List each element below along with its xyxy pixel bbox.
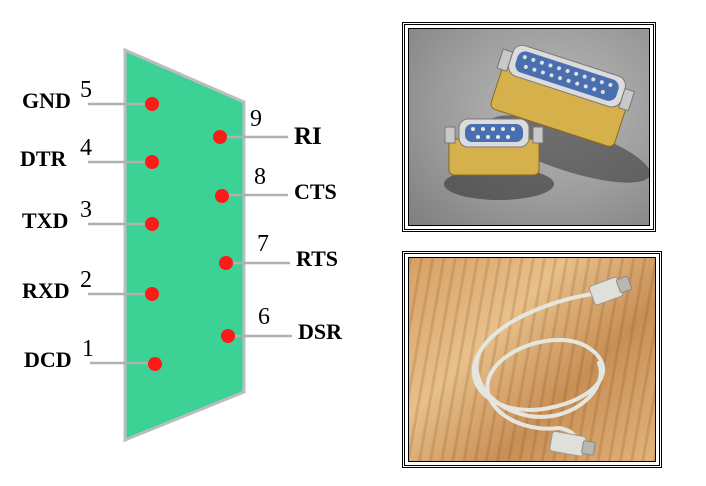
pin-name: GND xyxy=(22,88,71,113)
left-pin-group-4: DTR 4 xyxy=(20,135,159,171)
right-pin-group-9: 9 RI xyxy=(213,106,322,150)
left-pin-group-1: DCD 1 xyxy=(24,336,162,372)
pin-dot xyxy=(145,97,159,111)
pin-name: RXD xyxy=(22,278,70,303)
adapter-photo-frame xyxy=(402,22,656,232)
left-pin-group-2: RXD 2 xyxy=(22,267,159,303)
right-pin-group-8: 8 CTS xyxy=(215,164,337,204)
right-pin-group-7: 7 RTS xyxy=(219,231,338,271)
pin-dot xyxy=(145,287,159,301)
right-pin-group-6: 6 DSR xyxy=(221,304,343,344)
pin-name: DSR xyxy=(298,319,343,344)
pin-name: RI xyxy=(294,123,322,150)
pin-dot xyxy=(145,217,159,231)
pin-number: 5 xyxy=(80,77,92,103)
pin-name: CTS xyxy=(294,179,337,204)
db9-db25-adapter-photo-icon xyxy=(408,28,650,226)
pin-dot xyxy=(215,189,229,203)
adapter-illustration xyxy=(444,44,649,200)
pin-name: DTR xyxy=(20,146,68,171)
pin-name: DCD xyxy=(24,347,72,372)
connector-body xyxy=(123,47,246,443)
pin-number: 3 xyxy=(80,197,92,223)
left-pin-group-3: TXD 3 xyxy=(22,197,159,233)
serial-cable-photo-icon xyxy=(408,257,656,462)
pin-number: 4 xyxy=(80,135,92,161)
pin-number: 7 xyxy=(257,231,269,257)
pin-number: 9 xyxy=(250,106,262,132)
pin-dot xyxy=(145,155,159,169)
pin-number: 8 xyxy=(254,164,266,190)
pin-dot xyxy=(219,256,233,270)
left-pin-group-5: GND 5 xyxy=(22,77,159,113)
pin-name: RTS xyxy=(296,246,338,271)
pin-number: 2 xyxy=(80,267,92,293)
pin-number: 6 xyxy=(258,304,270,330)
pin-dot xyxy=(221,329,235,343)
cable-illustration xyxy=(471,275,633,457)
cable-photo-frame xyxy=(402,251,662,468)
pin-dot xyxy=(213,130,227,144)
pin-number: 1 xyxy=(82,336,94,362)
pin-name: TXD xyxy=(22,208,68,233)
pin-dot xyxy=(148,357,162,371)
